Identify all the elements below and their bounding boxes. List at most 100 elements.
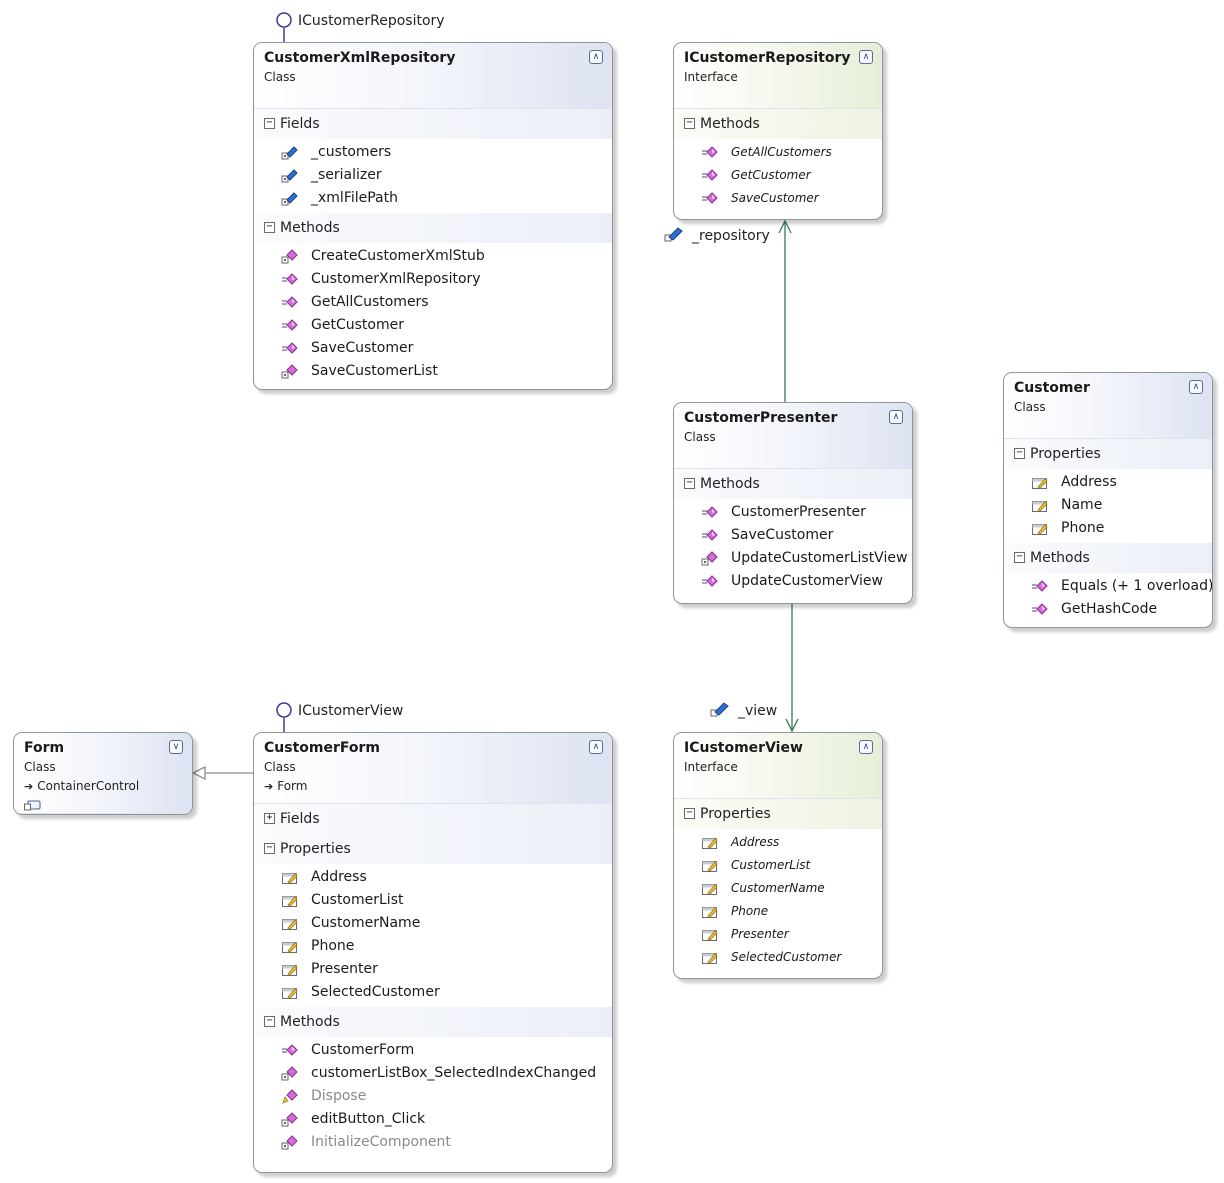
member-address[interactable]: Address bbox=[1004, 471, 1212, 494]
collapse-chevron-icon[interactable]: ∧ bbox=[1189, 380, 1203, 394]
member-initializecomponent[interactable]: InitializeComponent bbox=[254, 1131, 612, 1154]
member-getallcustomers[interactable]: GetAllCustomers bbox=[674, 141, 882, 164]
member-customername[interactable]: CustomerName bbox=[674, 877, 882, 900]
member-savecustomerlist[interactable]: SaveCustomerList bbox=[254, 360, 612, 383]
collapse-section-icon[interactable]: − bbox=[264, 1016, 275, 1027]
association-label-repository[interactable]: _repository bbox=[664, 227, 770, 244]
section-header-methods[interactable]: −Methods bbox=[674, 469, 912, 499]
section-title: Methods bbox=[280, 220, 340, 236]
collapse-section-icon[interactable]: − bbox=[264, 118, 275, 129]
member-customerform[interactable]: CustomerForm bbox=[254, 1039, 612, 1062]
expand-chevron-icon[interactable]: ∨ bbox=[169, 740, 183, 754]
member-getcustomer[interactable]: GetCustomer bbox=[254, 314, 612, 337]
collapse-section-icon[interactable]: − bbox=[264, 843, 275, 854]
method-icon bbox=[1031, 579, 1049, 595]
collapse-section-icon[interactable]: − bbox=[684, 118, 695, 129]
section-title: Methods bbox=[700, 116, 760, 132]
section-header-methods[interactable]: −Methods bbox=[1004, 543, 1212, 573]
member-name: SaveCustomer bbox=[311, 340, 414, 356]
member-dispose[interactable]: Dispose bbox=[254, 1085, 612, 1108]
section-header-fields[interactable]: −Fields bbox=[254, 109, 612, 139]
collapse-chevron-icon[interactable]: ∧ bbox=[859, 50, 873, 64]
member-customerlist[interactable]: CustomerList bbox=[674, 854, 882, 877]
collapse-chevron-icon[interactable]: ∧ bbox=[889, 410, 903, 424]
collapse-chevron-icon[interactable]: ∧ bbox=[589, 740, 603, 754]
member-name: GetAllCustomers bbox=[731, 145, 832, 159]
member-customers[interactable]: _customers bbox=[254, 141, 612, 164]
property-icon bbox=[281, 962, 299, 978]
association-name: _repository bbox=[692, 228, 770, 244]
member-name: Phone bbox=[731, 904, 769, 918]
member-getcustomer[interactable]: GetCustomer bbox=[674, 164, 882, 187]
member-customerpresenter[interactable]: CustomerPresenter bbox=[674, 501, 912, 524]
member-customerxmlrepository[interactable]: CustomerXmlRepository bbox=[254, 268, 612, 291]
section-header-methods[interactable]: −Methods bbox=[254, 1007, 612, 1037]
member-savecustomer[interactable]: SaveCustomer bbox=[674, 187, 882, 210]
member-savecustomer[interactable]: SaveCustomer bbox=[674, 524, 912, 547]
association-label-view[interactable]: _view bbox=[710, 702, 777, 719]
section-header-properties[interactable]: −Properties bbox=[1004, 439, 1212, 469]
shape-kind: Class bbox=[24, 760, 56, 774]
member-gethashcode[interactable]: GetHashCode bbox=[1004, 598, 1212, 621]
member-customerlistbox-selectedindexchanged[interactable]: customerListBox_SelectedIndexChanged bbox=[254, 1062, 612, 1085]
member-updatecustomerview[interactable]: UpdateCustomerView bbox=[674, 570, 912, 593]
property-icon bbox=[1031, 498, 1049, 514]
member-address[interactable]: Address bbox=[674, 831, 882, 854]
shape-kind: Interface bbox=[684, 760, 738, 774]
member-phone[interactable]: Phone bbox=[254, 935, 612, 958]
member-getallcustomers[interactable]: GetAllCustomers bbox=[254, 291, 612, 314]
collapse-section-icon[interactable]: − bbox=[684, 808, 695, 819]
member-savecustomer[interactable]: SaveCustomer bbox=[254, 337, 612, 360]
member-serializer[interactable]: _serializer bbox=[254, 164, 612, 187]
section-header-methods[interactable]: −Methods bbox=[254, 213, 612, 243]
member-address[interactable]: Address bbox=[254, 866, 612, 889]
member-phone[interactable]: Phone bbox=[674, 900, 882, 923]
shape-name: CustomerXmlRepository bbox=[264, 50, 456, 66]
collapse-section-icon[interactable]: − bbox=[264, 222, 275, 233]
member-selectedcustomer[interactable]: SelectedCustomer bbox=[254, 981, 612, 1004]
member-name: SaveCustomer bbox=[731, 527, 834, 543]
member-equals-1-overload[interactable]: Equals (+ 1 overload) bbox=[1004, 575, 1212, 598]
member-name[interactable]: Name bbox=[1004, 494, 1212, 517]
member-presenter[interactable]: Presenter bbox=[254, 958, 612, 981]
member-customername[interactable]: CustomerName bbox=[254, 912, 612, 935]
section-header-fields[interactable]: +Fields bbox=[254, 804, 612, 834]
member-xmlfilepath[interactable]: _xmlFilePath bbox=[254, 187, 612, 210]
shape-name: ICustomerRepository bbox=[684, 50, 851, 66]
member-editbutton-click[interactable]: editButton_Click bbox=[254, 1108, 612, 1131]
member-selectedcustomer[interactable]: SelectedCustomer bbox=[674, 946, 882, 969]
collapse-section-icon[interactable]: − bbox=[1014, 552, 1025, 563]
member-updatecustomerlistview[interactable]: UpdateCustomerListView bbox=[674, 547, 912, 570]
private-method-icon bbox=[701, 551, 719, 567]
collapse-chevron-icon[interactable]: ∧ bbox=[859, 740, 873, 754]
private-field-icon bbox=[281, 191, 299, 207]
collapse-chevron-icon[interactable]: ∧ bbox=[589, 50, 603, 64]
class-glyph-icon bbox=[24, 796, 42, 814]
section-header-methods[interactable]: −Methods bbox=[674, 109, 882, 139]
member-customerlist[interactable]: CustomerList bbox=[254, 889, 612, 912]
member-presenter[interactable]: Presenter bbox=[674, 923, 882, 946]
section-header-properties[interactable]: −Properties bbox=[674, 799, 882, 829]
collapse-section-icon[interactable]: − bbox=[1014, 448, 1025, 459]
expand-section-icon[interactable]: + bbox=[264, 813, 275, 824]
member-createcustomerxmlstub[interactable]: CreateCustomerXmlStub bbox=[254, 245, 612, 268]
section-header-properties[interactable]: −Properties bbox=[254, 834, 612, 864]
collapse-section-icon[interactable]: − bbox=[684, 478, 695, 489]
property-icon bbox=[701, 858, 719, 874]
member-phone[interactable]: Phone bbox=[1004, 517, 1212, 540]
